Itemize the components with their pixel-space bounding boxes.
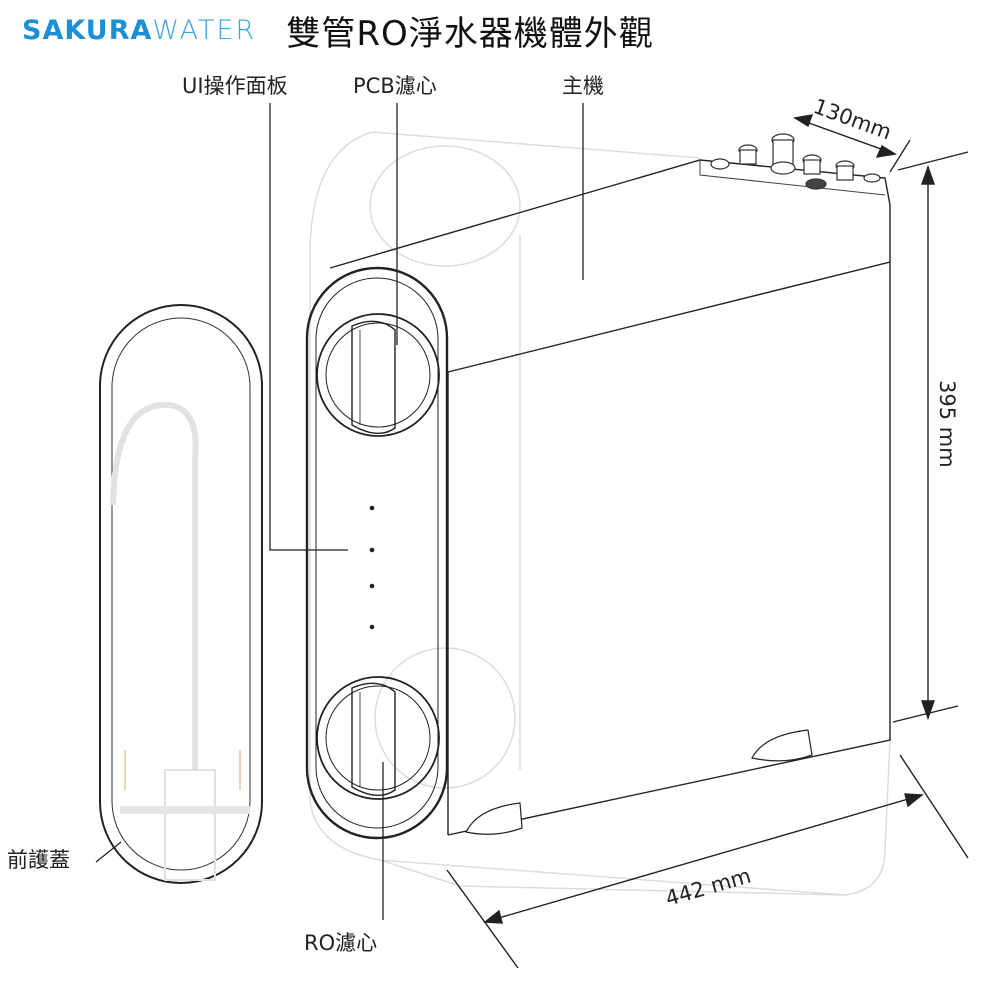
dimension-depth-label: 130mm [810,94,894,144]
dimension-height-label: 395 mm [935,380,959,468]
feet [465,729,813,835]
leader-lines [95,103,584,920]
brand-bold: SAKURA [22,14,153,46]
dimension-width [446,754,969,969]
label-front-cover: 前護蓋 [7,848,70,872]
header: SAKURAWATER 雙管RO淨水器機體外觀 [22,6,654,54]
label-main-unit: 主機 [562,74,604,98]
ui-panel-dots [369,505,375,630]
brand-logo: SAKURAWATER [22,15,256,46]
label-pcb-filter: PCB濾心 [353,74,437,98]
dimension-height [892,151,969,723]
dimension-depth [793,114,911,173]
top-connectors [710,133,881,190]
brand-light: WATER [152,14,257,46]
page-title: 雙管RO淨水器機體外觀 [286,13,654,54]
ghost-body [309,131,891,896]
ro-filter [316,676,440,800]
label-ui-panel: UI操作面板 [182,74,288,98]
front-cover [99,304,263,884]
dimension-width-label: 442 mm [663,864,754,911]
front-panel [305,266,449,840]
pcb-filter [316,313,440,437]
label-ro-filter: RO濾心 [304,931,377,955]
